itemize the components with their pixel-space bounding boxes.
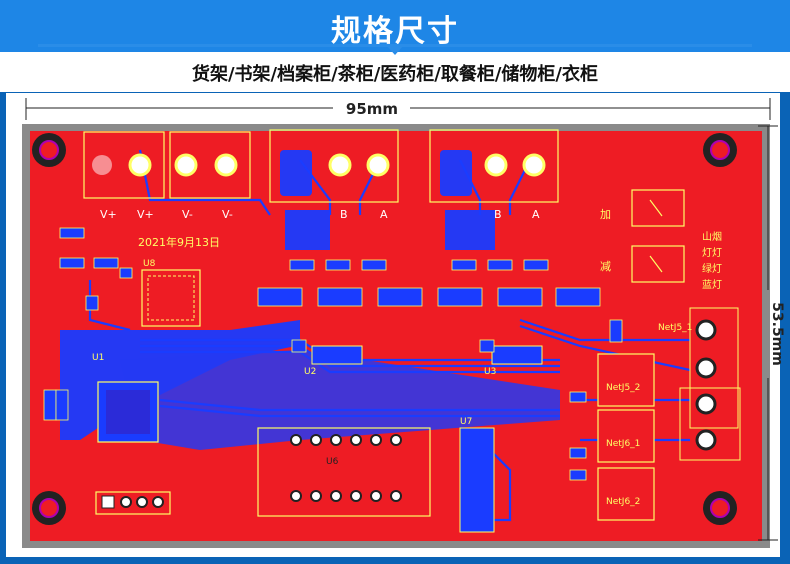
led-row [257, 287, 601, 307]
height-dimension: 53.5mm [758, 125, 785, 541]
height-label: 53.5mm [769, 302, 785, 366]
width-dimension: 95mm [25, 98, 771, 120]
resistor-pads [43, 227, 549, 421]
net-label-j5-1: NetJ5_1 [658, 323, 692, 333]
switch-minus-label: 减 [600, 260, 611, 273]
transceiver-u2 [311, 345, 363, 365]
side-label-3: 绿灯 [702, 262, 722, 275]
header-pins [290, 434, 402, 502]
connector-u7 [459, 427, 495, 533]
terminal-label-a2: A [532, 208, 540, 221]
chip-label-u7: U7 [460, 417, 472, 427]
net-label-j6-1: NetJ6_1 [606, 439, 640, 449]
switch-plus-label: 加 [600, 208, 611, 221]
terminal-label-b1: B [340, 208, 348, 221]
power-connector [83, 131, 251, 199]
power-label-2: V+ [137, 208, 154, 221]
side-label-4: 蓝灯 [702, 279, 722, 291]
mcu-u1 [97, 381, 159, 443]
chip-label-u8: U8 [143, 259, 156, 269]
side-label-2: 灯灯 [702, 247, 722, 259]
chip-label-u6: U6 [326, 457, 339, 467]
transceiver-u3 [491, 345, 543, 365]
header-bar [0, 0, 790, 52]
net-label-j5-2: NetJ5_2 [606, 383, 640, 393]
side-label-1: 山烟 [702, 230, 722, 243]
board-date: 2021年9月13日 [138, 235, 220, 249]
chip-label-u1: U1 [92, 353, 104, 363]
regulator-u8 [141, 269, 201, 327]
header: 规格尺寸 货架/书架/档案柜/茶柜/医药柜/取餐柜/储物柜/衣柜 [0, 0, 790, 92]
use-case-list: 货架/书架/档案柜/茶柜/医药柜/取餐柜/储物柜/衣柜 [191, 64, 599, 85]
net-label-j6-2: NetJ6_2 [606, 497, 640, 507]
header-u6 [257, 427, 431, 517]
output-connectors [597, 307, 741, 521]
terminal-blocks [269, 129, 559, 203]
page-title: 规格尺寸 [331, 14, 459, 49]
switches [631, 189, 685, 283]
capacitors [85, 267, 623, 481]
terminal-label-a1: A [380, 208, 388, 221]
power-label-3: V- [182, 208, 193, 221]
width-label: 95mm [346, 100, 398, 118]
chip-label-u3: U3 [484, 367, 496, 377]
underline-pointer-icon [386, 45, 404, 55]
chip-label-u2: U2 [304, 367, 316, 377]
power-label-4: V- [222, 208, 233, 221]
terminal-label-b2: B [494, 208, 502, 221]
header-p1 [95, 491, 171, 515]
power-label-1: V+ [100, 208, 117, 221]
mounting-holes [32, 133, 737, 525]
